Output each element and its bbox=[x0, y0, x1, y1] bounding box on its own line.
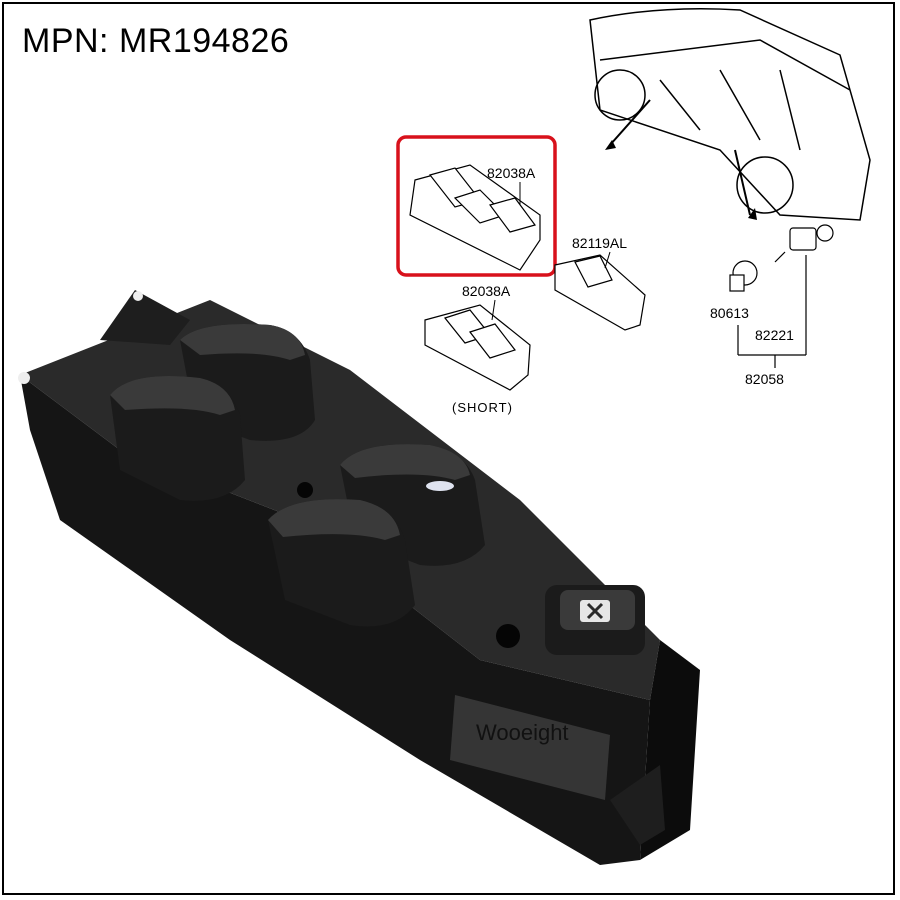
mounting-tab-bottom bbox=[610, 765, 665, 845]
door-switch-drawing bbox=[729, 224, 834, 292]
screw-hole bbox=[496, 624, 520, 648]
label-short-switch: 82038A bbox=[462, 283, 511, 299]
short-switch-drawing bbox=[424, 304, 531, 391]
label-door-switch-2: 82221 bbox=[755, 327, 794, 343]
driver-front-switch bbox=[110, 376, 245, 501]
leader-lines bbox=[491, 182, 611, 321]
lock-switch bbox=[545, 585, 645, 655]
label-door-switch: 80613 bbox=[710, 305, 749, 321]
passenger-front-switch bbox=[268, 499, 415, 627]
label-main-switch: 82038A bbox=[487, 165, 536, 181]
label-short-note: (SHORT) bbox=[452, 400, 513, 415]
mounting-hole-top bbox=[133, 291, 143, 301]
mounting-hole-left bbox=[18, 372, 30, 384]
door-switch-bracket bbox=[737, 255, 807, 368]
watermark: Wooeight bbox=[476, 720, 569, 745]
single-switch-drawing bbox=[554, 254, 646, 331]
parts-diagram: 82038A 82119AL 82038A (SHORT) 80613 8222… bbox=[396, 8, 871, 415]
screw-hole-2 bbox=[297, 482, 313, 498]
highlight-box bbox=[396, 135, 557, 277]
mounting-tab-top bbox=[100, 290, 190, 345]
label-sticker bbox=[450, 695, 610, 800]
main-switch-drawing bbox=[409, 164, 541, 271]
car-outline-illustration bbox=[589, 8, 871, 221]
label-single-switch: 82119AL bbox=[572, 235, 627, 251]
led-indicator bbox=[426, 481, 454, 491]
mpn-title: MPN: MR194826 bbox=[22, 22, 290, 60]
label-door-switch-group: 82058 bbox=[745, 371, 784, 387]
